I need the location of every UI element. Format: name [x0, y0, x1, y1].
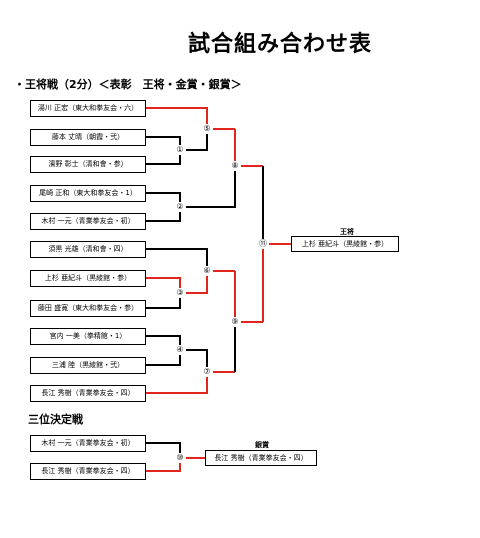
player-box: 木村 一元（青業拳友会・初） — [30, 213, 146, 230]
third-place-winner-label: 銀賞 — [255, 441, 269, 449]
player-box: 須黒 光雄（清和會・四） — [30, 241, 146, 258]
player-box: 木村 一元（青業拳友会・初） — [30, 435, 146, 452]
winner-box: 上杉 亜紀斗（黒綾館・参） — [291, 236, 399, 252]
winner-label: 王将 — [340, 228, 354, 236]
player-box: 湯川 正宏（東大和拳友会・六） — [30, 100, 146, 117]
bracket-line-m3-bottom — [146, 293, 181, 309]
match-number: ⑧ — [229, 161, 241, 171]
third-place-winner-box: 長江 秀樹（青業拳友会・四） — [205, 450, 317, 466]
player-box: 上杉 亜紀斗（黒綾館・参） — [30, 270, 146, 287]
player-box: 藤本 丈晴（朝霞・弐） — [30, 129, 146, 146]
match-number: ⑪ — [257, 239, 269, 249]
bracket-line-m5-bottom — [180, 129, 208, 151]
page-title: 試合組み合わせ表 — [187, 32, 372, 57]
player-box: 尾崎 正和（東大和拳友会・1） — [30, 185, 146, 202]
match-number: ⑦ — [201, 367, 213, 377]
match-number: ④ — [174, 345, 186, 355]
match-number: ⑥ — [201, 266, 213, 276]
bracket-line-m5-top — [146, 107, 208, 129]
bracket-line-m7-top — [180, 349, 208, 372]
player-box: 藤田 盛寛（東大和拳友会・参） — [30, 300, 146, 317]
match-number: ① — [174, 145, 186, 155]
section-heading-main: ・王将戦（2分）＜表彰 王将・金賞・銀賞＞ — [14, 78, 242, 91]
bracket-line-m8-bottom — [180, 166, 236, 208]
bracket-line-m6-top — [146, 248, 208, 271]
match-number: ⑨ — [229, 317, 241, 327]
match-number: ③ — [174, 288, 186, 298]
player-box: 三浦 陸（黒綾館・弐） — [30, 357, 146, 374]
bracket-line-m7-red — [146, 372, 208, 394]
section-heading-third-place: 三位決定戦 — [28, 413, 83, 426]
match-number: ② — [174, 202, 186, 212]
match-number: ⑤ — [201, 124, 213, 134]
match-number: ⑩ — [174, 453, 186, 463]
player-box: 長江 秀樹（青業拳友会・四） — [30, 385, 146, 402]
player-box: 宮内 一美（拳精館・1） — [30, 328, 146, 345]
player-box: 濱野 彰士（清和會・参） — [30, 156, 146, 173]
player-box: 長江 秀樹（青業拳友会・四） — [30, 463, 146, 480]
